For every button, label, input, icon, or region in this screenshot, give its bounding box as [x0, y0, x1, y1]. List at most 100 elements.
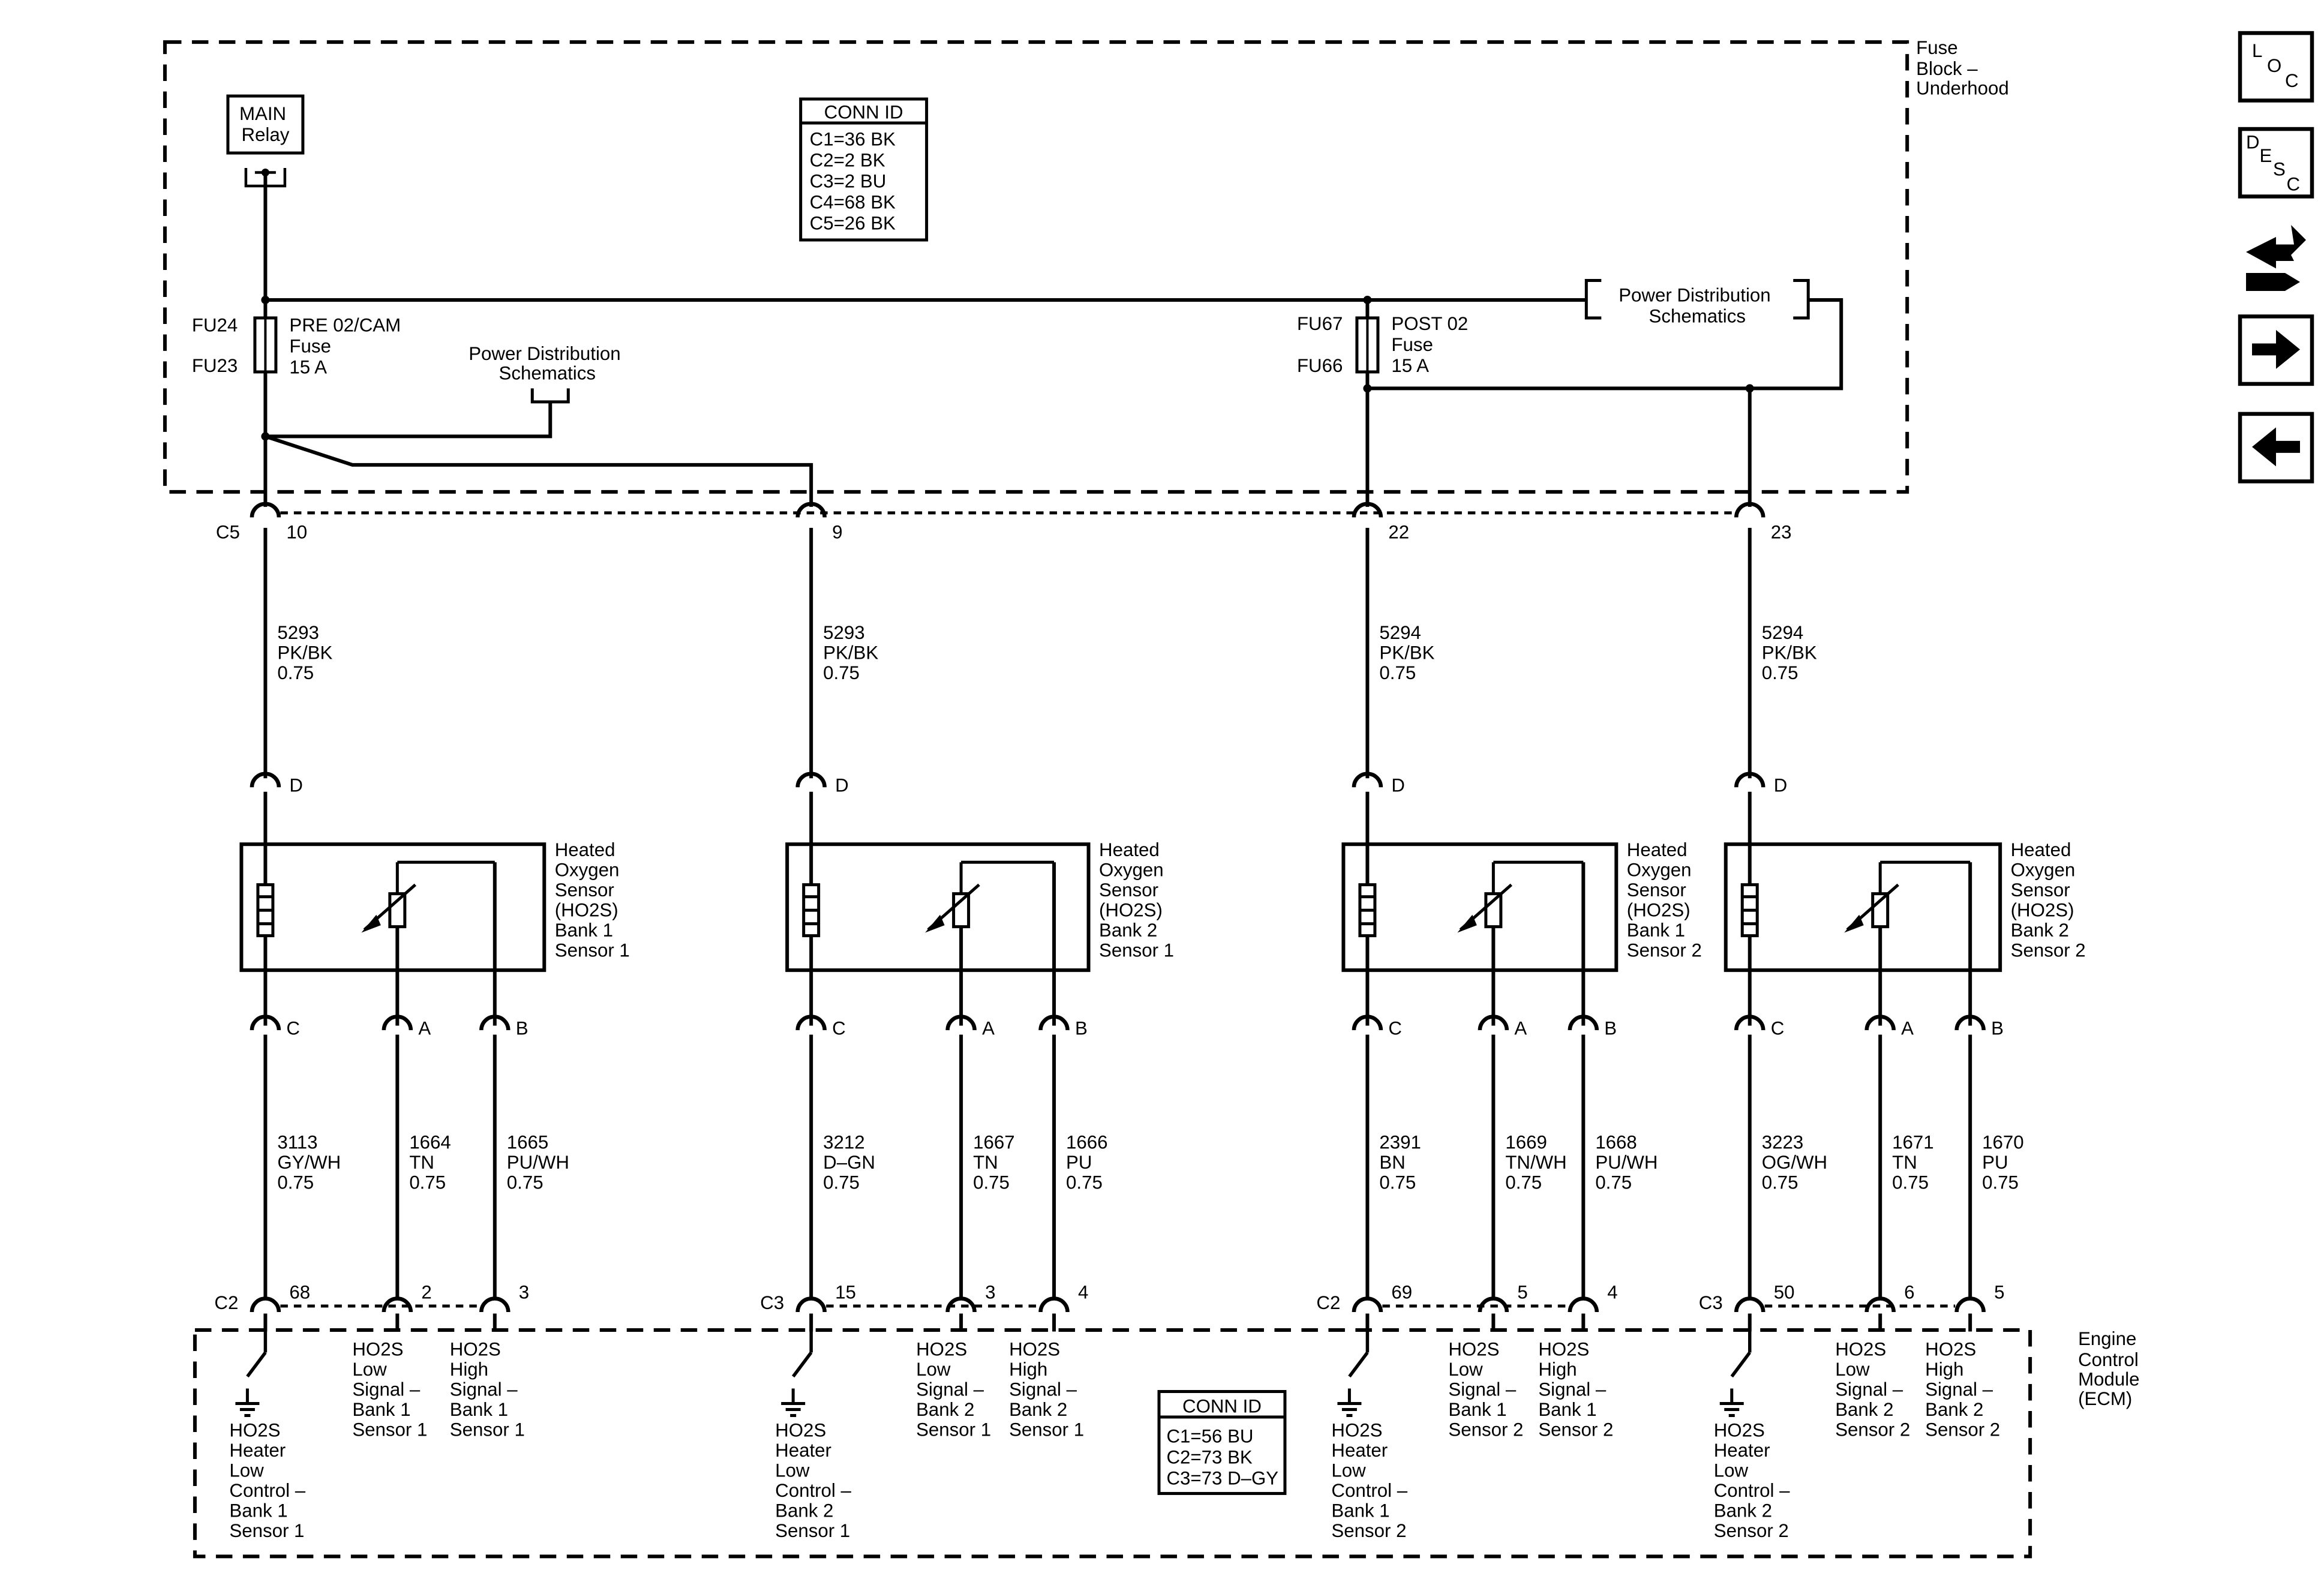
connector-terminal — [1038, 1014, 1070, 1031]
sensor-pin-d: D — [289, 775, 303, 796]
svg-text:Power Distribution Schem: Power Distribution Schematics — [1619, 284, 1776, 326]
c5-pin-number: 10 — [286, 521, 307, 542]
connector-terminal — [1734, 772, 1765, 788]
connector-terminal — [1478, 1296, 1509, 1313]
arrow-left-icon[interactable] — [2238, 412, 2314, 484]
low-side-driver-switch — [1730, 1351, 1751, 1378]
svg-text:L O C: L O C — [2252, 40, 2299, 91]
connector-terminal — [250, 502, 281, 518]
svg-text:D E S C: D E S C — [2246, 132, 2300, 195]
sensor-pin-label: C — [832, 1018, 846, 1039]
oxygen-sensing-element — [1484, 892, 1503, 929]
variable-arrow-head — [1457, 914, 1477, 933]
ho2s-sensor-box — [1341, 842, 1619, 972]
sensor-pin-label: C — [1388, 1018, 1402, 1039]
sensor-pin-d: D — [1774, 775, 1788, 796]
ecm-pin-number: 4 — [1078, 1282, 1088, 1303]
connector-terminal — [1352, 1014, 1383, 1031]
sensor-pin-label: B — [1604, 1018, 1617, 1039]
c5-pin-number: 9 — [832, 521, 842, 542]
main-relay-box — [226, 94, 305, 155]
fuse-block-boundary — [163, 40, 1909, 494]
power-distribution-ref-right[interactable]: Power Distribution Schematics — [1584, 278, 1810, 326]
low-side-driver-switch — [791, 1351, 813, 1378]
connector-terminal — [250, 1014, 281, 1031]
svg-text:CONN ID: CONN ID — [824, 102, 903, 123]
loc-icon[interactable]: L O C — [2238, 31, 2314, 103]
junction-node — [261, 295, 270, 304]
ecm-connector-label: C3 — [1699, 1292, 1723, 1313]
fuse-pre02-label: PRE 02/CAM Fuse 15 A — [289, 314, 406, 377]
ecm-pin-number: 3 — [985, 1282, 995, 1303]
connector-terminal — [1478, 1014, 1509, 1031]
connector-terminal — [382, 1014, 413, 1031]
arrow-right-icon[interactable] — [2238, 314, 2314, 386]
fuse-post02-label: POST 02 Fuse 15 A — [1391, 313, 1473, 376]
sensor-pin-label: A — [982, 1018, 995, 1039]
ground-icon — [781, 1388, 806, 1417]
svg-text:C1=36 BK C2=2 BK C: C1=36 BK C2=2 BK C3=2 BU C4=68 BK C5=26 … — [810, 129, 901, 234]
connector-terminal — [250, 772, 281, 788]
connector-terminal — [1734, 502, 1765, 518]
ecm-pin-number: 68 — [289, 1282, 310, 1303]
sensor-pin-label: A — [418, 1018, 431, 1039]
variable-arrow-head — [925, 914, 945, 933]
desc-icon[interactable]: D E S C — [2238, 127, 2314, 199]
connector-terminal — [945, 1296, 977, 1313]
connector-terminal — [479, 1296, 511, 1313]
fuse-pre02-top-id: FU24 — [192, 314, 238, 335]
ho2s-sensor-box — [785, 842, 1091, 972]
fuse-post02-bottom-id: FU66 — [1297, 355, 1343, 376]
power-distribution-ref-left[interactable]: Power Distribution Schematics — [469, 343, 626, 404]
ground-icon — [1719, 1388, 1744, 1417]
connector-terminal — [250, 1296, 281, 1313]
connector-terminal — [795, 772, 827, 788]
connector-tools-icon[interactable] — [2246, 224, 2307, 291]
variable-arrow-head — [1844, 914, 1864, 933]
fuse-block-label: Fuse Block – Underhood — [1916, 37, 2009, 98]
connector-terminal — [382, 1296, 413, 1313]
variable-arrow-head — [361, 914, 381, 933]
svg-text:Power Distribution Schem: Power Distribution Schematics — [469, 343, 626, 383]
ecm-pin-number: 5 — [1994, 1282, 2004, 1303]
ecm-pin-number: 5 — [1517, 1282, 1527, 1303]
connector-terminal — [1864, 1014, 1896, 1031]
fuse-post02-top-id: FU67 — [1297, 313, 1343, 334]
junction-node — [1363, 295, 1372, 304]
sensor-pin-label: C — [1771, 1018, 1785, 1039]
connector-terminal — [1568, 1296, 1599, 1313]
connector-terminal — [1352, 772, 1383, 788]
ecm-label: Engine Control Module (ECM) — [2078, 1328, 2145, 1409]
sensor-pin-label: B — [1991, 1018, 2004, 1039]
low-side-driver-switch — [1348, 1351, 1369, 1378]
connector-terminal — [1352, 502, 1383, 518]
ho2s-sensor-box — [239, 842, 547, 972]
connector-terminal — [795, 502, 827, 518]
sensor-pin-label: A — [1514, 1018, 1527, 1039]
ecm-pin-number: 2 — [421, 1282, 431, 1303]
